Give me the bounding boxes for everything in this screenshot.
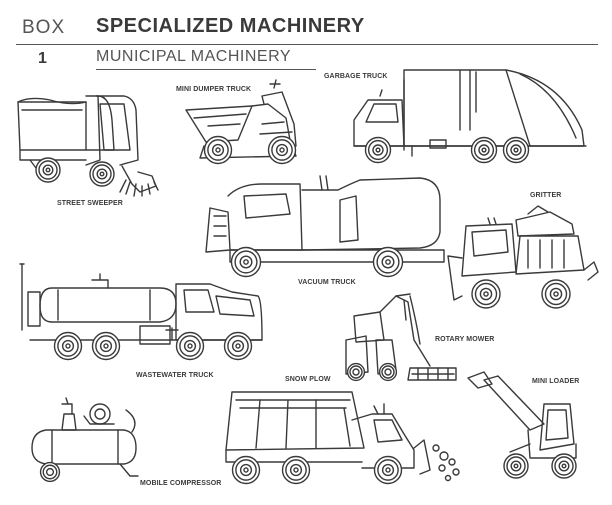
label-mobile-compressor: MOBILE COMPRESSOR [140, 480, 222, 487]
street-sweeper-icon [18, 96, 158, 196]
garbage-truck-icon [354, 70, 586, 164]
label-mini-dumper-truck: MINI DUMPER TRUCK [176, 86, 252, 93]
label-rotary-mower: ROTARY MOWER [435, 336, 495, 343]
label-wastewater-truck: WASTEWATER TRUCK [136, 372, 214, 379]
box-label: BOX [22, 17, 66, 38]
mini-loader-icon [468, 372, 577, 479]
subheader-divider [96, 69, 316, 70]
label-garbage-truck: GARBAGE TRUCK [324, 73, 388, 80]
page-title: SPECIALIZED MACHINERY [96, 15, 365, 37]
label-snow-plow: SNOW PLOW [285, 376, 331, 383]
label-mini-loader: MINI LOADER [532, 378, 580, 385]
label-vacuum-truck: VACUUM TRUCK [298, 279, 356, 286]
gritter-icon [448, 206, 598, 309]
label-gritter: GRITTER [530, 192, 562, 199]
snow-plow-icon [226, 392, 459, 485]
vacuum-truck-icon [206, 176, 444, 278]
box-number: 1 [38, 50, 47, 67]
wastewater-truck-icon [20, 264, 262, 361]
label-street-sweeper: STREET SWEEPER [57, 200, 123, 207]
page-subtitle: MUNICIPAL MACHINERY [96, 48, 292, 65]
rotary-mower-icon [346, 294, 456, 382]
header-divider [16, 44, 598, 45]
mini-dumper-truck-icon [186, 80, 296, 165]
mobile-compressor-icon [32, 398, 138, 483]
